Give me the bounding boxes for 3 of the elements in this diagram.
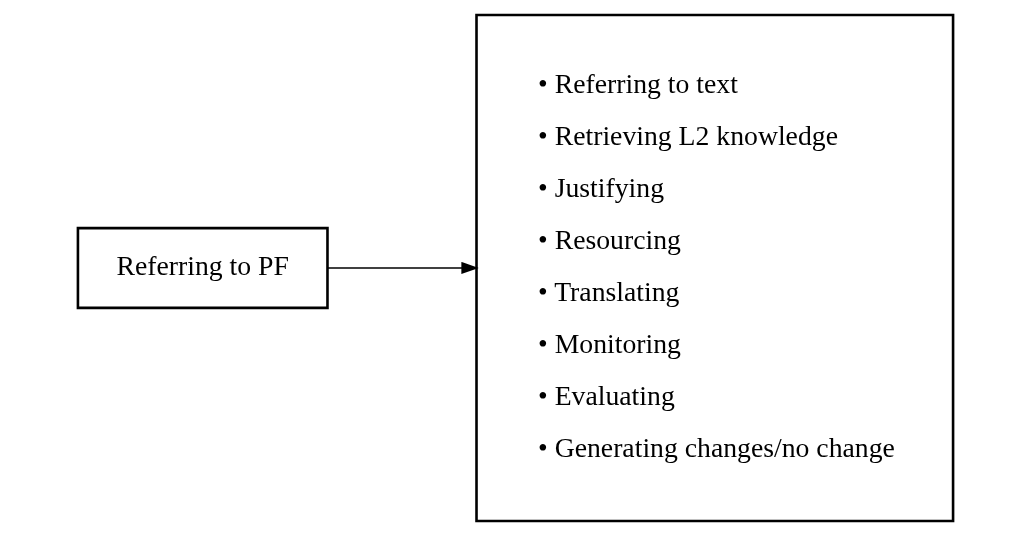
arrow [326, 261, 479, 275]
node-box: Referring to PF [76, 226, 329, 310]
node-box: • Referring to text • Retrieving L2 knowledge • Justifying • Resourcing • Translating • Monitoring • Evaluating • Generating changes/no change [474, 13, 954, 523]
